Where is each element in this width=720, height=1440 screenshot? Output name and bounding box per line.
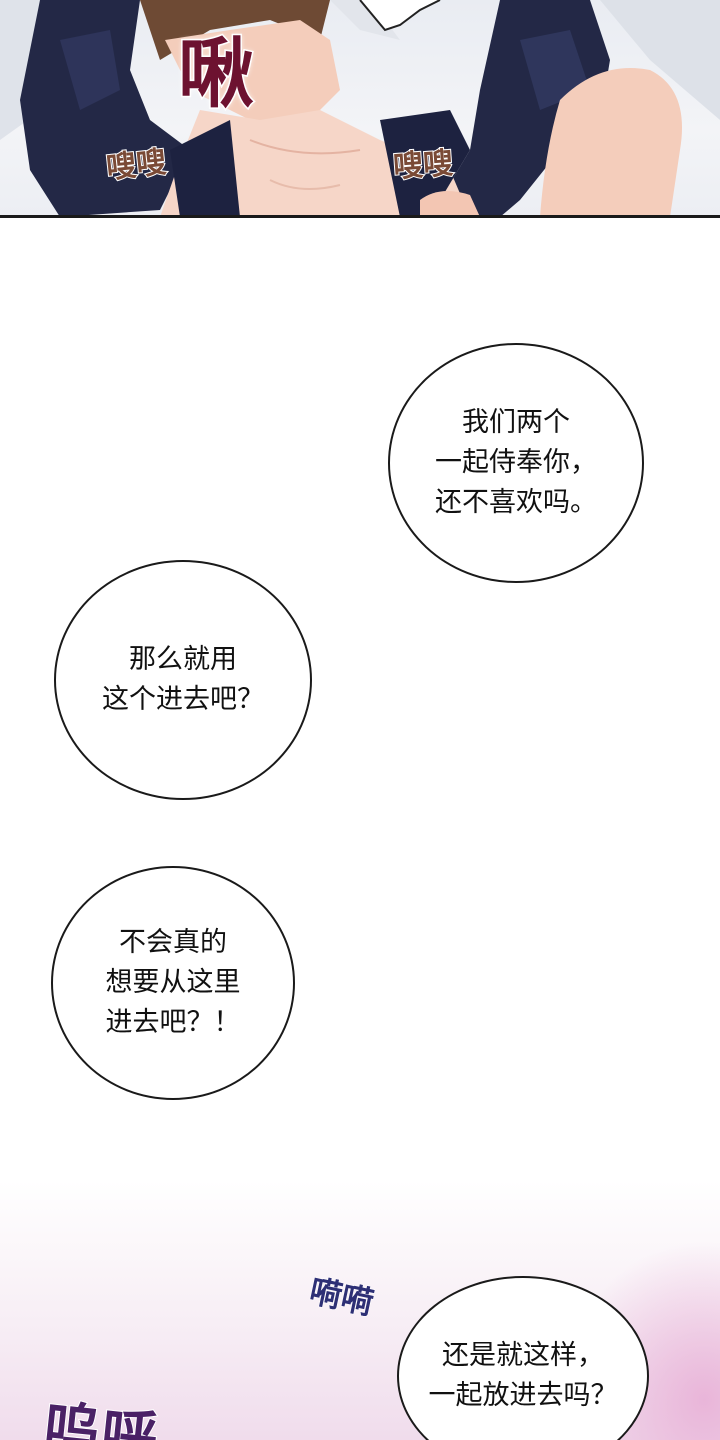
bubble-3-text: 不会真的 想要从这里 进去吧？！ <box>105 927 241 1038</box>
bubble-4-text: 还是就这样， 一起放进去吗？ <box>428 1340 618 1411</box>
illustration-panel: 啾 嗖嗖 嗖嗖 <box>0 0 720 217</box>
sfx-right-text: 嗖嗖 <box>391 145 455 186</box>
panel-divider <box>0 215 720 218</box>
speech-bubble-3: 不会真的 想要从这里 进去吧？！ <box>51 866 295 1100</box>
sfx-kiss-text: 啾 <box>177 28 256 120</box>
speech-bubble-1: 我们两个 一起侍奉你， 还不喜欢吗。 <box>388 343 644 583</box>
character-illustration <box>0 0 720 217</box>
sfx-left-text: 嗖嗖 <box>104 144 169 187</box>
bubble-1-text: 我们两个 一起侍奉你， 还不喜欢吗。 <box>435 407 597 518</box>
bubble-2-text: 那么就用 这个进去吧？ <box>102 644 264 715</box>
speech-bubble-4: 还是就这样， 一起放进去吗？ <box>397 1276 649 1440</box>
speech-bubble-2: 那么就用 这个进去吧？ <box>54 560 312 800</box>
